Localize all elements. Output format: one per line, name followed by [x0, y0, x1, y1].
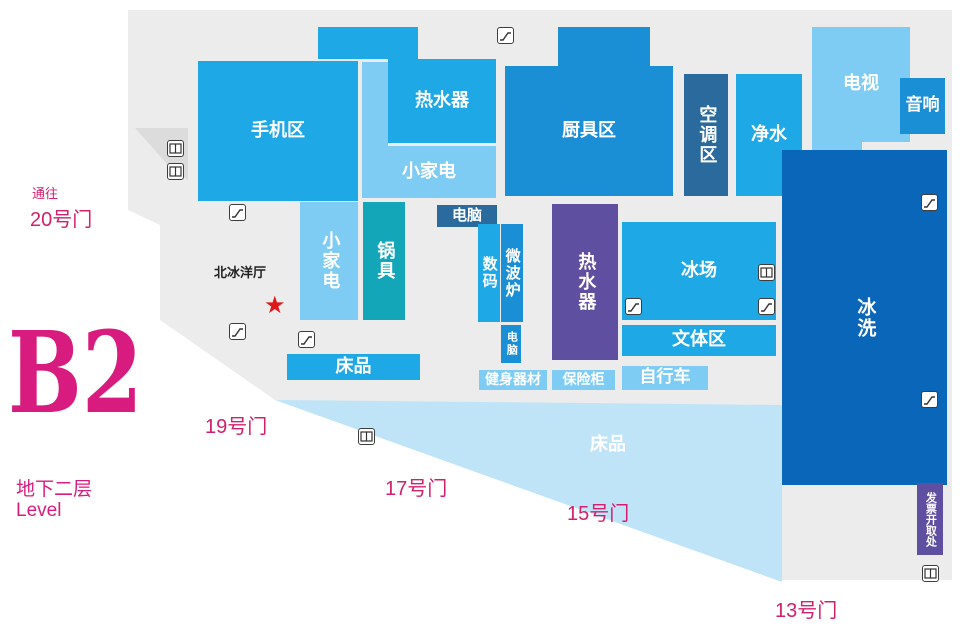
zone-computer[interactable]: 电脑	[437, 205, 497, 227]
zone-bedding-bottom[interactable]: 床品	[580, 433, 636, 457]
elevator-icon[interactable]	[358, 428, 375, 445]
zone-ice-rink[interactable]: 冰场	[622, 222, 776, 320]
escalator-icon[interactable]	[229, 204, 246, 221]
zone-small-appliance-left-label: 小家电	[319, 231, 341, 291]
escalator-icon[interactable]	[497, 27, 514, 44]
door-13: 13号门	[775, 600, 838, 622]
zone-fitness-label: 健身器材	[485, 371, 541, 388]
zone-bicycle-label: 自行车	[639, 367, 691, 388]
zone-digital[interactable]: 数码	[478, 224, 500, 322]
zone-tv-label: 电视	[843, 73, 879, 95]
zone-bicycle[interactable]: 自行车	[622, 366, 708, 390]
zone-safe[interactable]: 保险柜	[552, 370, 615, 390]
hall-label: 北冰洋厅	[214, 266, 267, 281]
zone-microwave[interactable]: 微波炉	[501, 224, 523, 322]
zone-tv[interactable]: 电视	[812, 27, 910, 142]
zone-invoice[interactable]: 发票开取处	[917, 483, 943, 555]
escalator-icon[interactable]	[298, 331, 315, 348]
escalator-icon[interactable]	[921, 194, 938, 211]
zone-fridge-washer-label: 冰洗	[854, 296, 877, 339]
door-20: 20号门	[30, 209, 93, 231]
zone-microwave-label: 微波炉	[503, 247, 522, 299]
zone-kitchen[interactable]: 厨具区	[505, 66, 673, 196]
door-15: 15号门	[567, 503, 630, 525]
zone-sports[interactable]: 文体区	[622, 325, 776, 356]
zone-water-heater-mid[interactable]: 热水器	[552, 204, 618, 360]
zone-bedding-top-label: 床品	[335, 355, 372, 377]
floor-name-en: Level	[16, 500, 62, 521]
zone-computer-small-label: 电脑	[505, 331, 519, 357]
zone-water-heater-top[interactable]: 热水器	[388, 59, 496, 143]
zone-water-heater-top-label: 热水器	[415, 89, 469, 111]
escalator-icon[interactable]	[625, 298, 642, 315]
elevator-icon[interactable]	[167, 140, 184, 157]
zone-sports-label: 文体区	[672, 329, 726, 351]
zone-aircon-label: 空调区	[696, 105, 718, 165]
zone-light-strip	[362, 62, 388, 146]
zone-digital-label: 数码	[480, 256, 499, 290]
zone-small-appliance-top-label: 小家电	[402, 160, 456, 182]
elevator-icon[interactable]	[758, 264, 775, 281]
bedding-area-bottom-shape	[275, 400, 782, 582]
floor-name-cn: 地下二层	[16, 478, 93, 500]
zone-phones-label: 手机区	[251, 119, 305, 141]
escalator-icon[interactable]	[921, 391, 938, 408]
escalator-icon[interactable]	[758, 298, 775, 315]
zone-invoice-label: 发票开取处	[924, 491, 938, 547]
zone-computer-label: 电脑	[451, 206, 482, 225]
door-19: 19号门	[205, 416, 268, 438]
zone-kitchen-top	[558, 27, 650, 67]
door-17: 17号门	[385, 478, 448, 500]
zone-bedding-bottom-label: 床品	[590, 433, 626, 455]
door-20-note: 通往	[32, 186, 59, 201]
zone-audio-label: 音响	[905, 95, 940, 116]
you-are-here-star-icon: ★	[264, 291, 286, 319]
elevator-icon[interactable]	[167, 163, 184, 180]
zone-fitness[interactable]: 健身器材	[479, 370, 547, 390]
floor-code: B2	[8, 308, 143, 439]
zone-water-purifier-label: 净水	[751, 123, 787, 145]
zone-top-strip	[318, 27, 418, 59]
zone-cookware[interactable]: 锅具	[363, 202, 405, 320]
zone-computer-small[interactable]: 电脑	[501, 325, 521, 363]
zone-ice-rink-label: 冰场	[681, 259, 717, 281]
zone-bedding-top[interactable]: 床品	[287, 354, 420, 380]
zone-kitchen-label: 厨具区	[562, 119, 616, 141]
escalator-icon[interactable]	[229, 323, 246, 340]
zone-phones[interactable]: 手机区	[198, 61, 358, 201]
zone-water-heater-mid-label: 热水器	[575, 252, 597, 312]
zone-audio[interactable]: 音响	[900, 78, 945, 134]
zone-aircon[interactable]: 空调区	[684, 74, 728, 196]
zone-small-appliance-top[interactable]: 小家电	[362, 146, 496, 198]
zone-small-appliance-left[interactable]: 小家电	[300, 202, 358, 320]
elevator-icon[interactable]	[922, 565, 939, 582]
zone-safe-label: 保险柜	[562, 371, 605, 388]
zone-cookware-label: 锅具	[374, 241, 396, 281]
